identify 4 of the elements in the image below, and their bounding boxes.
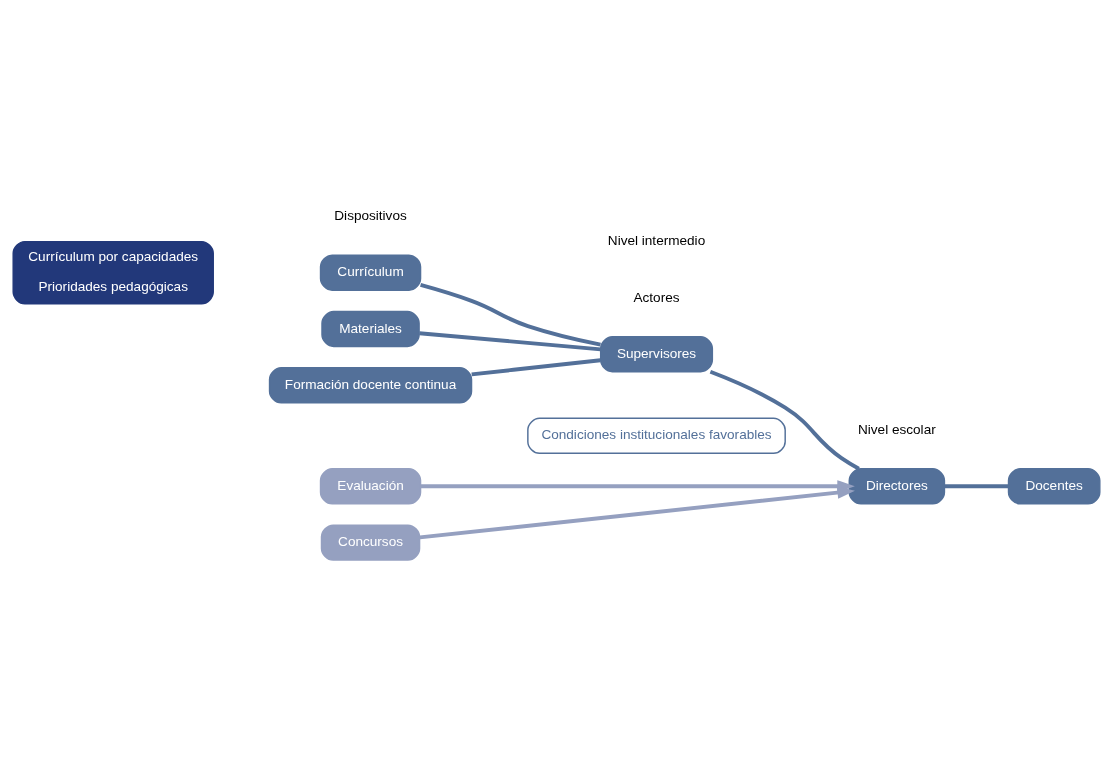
label: Nivel escolar [857, 421, 936, 437]
label: Dispositivos [334, 207, 407, 223]
label: Actores [633, 289, 680, 305]
label: Nivel intermedio [607, 233, 706, 249]
